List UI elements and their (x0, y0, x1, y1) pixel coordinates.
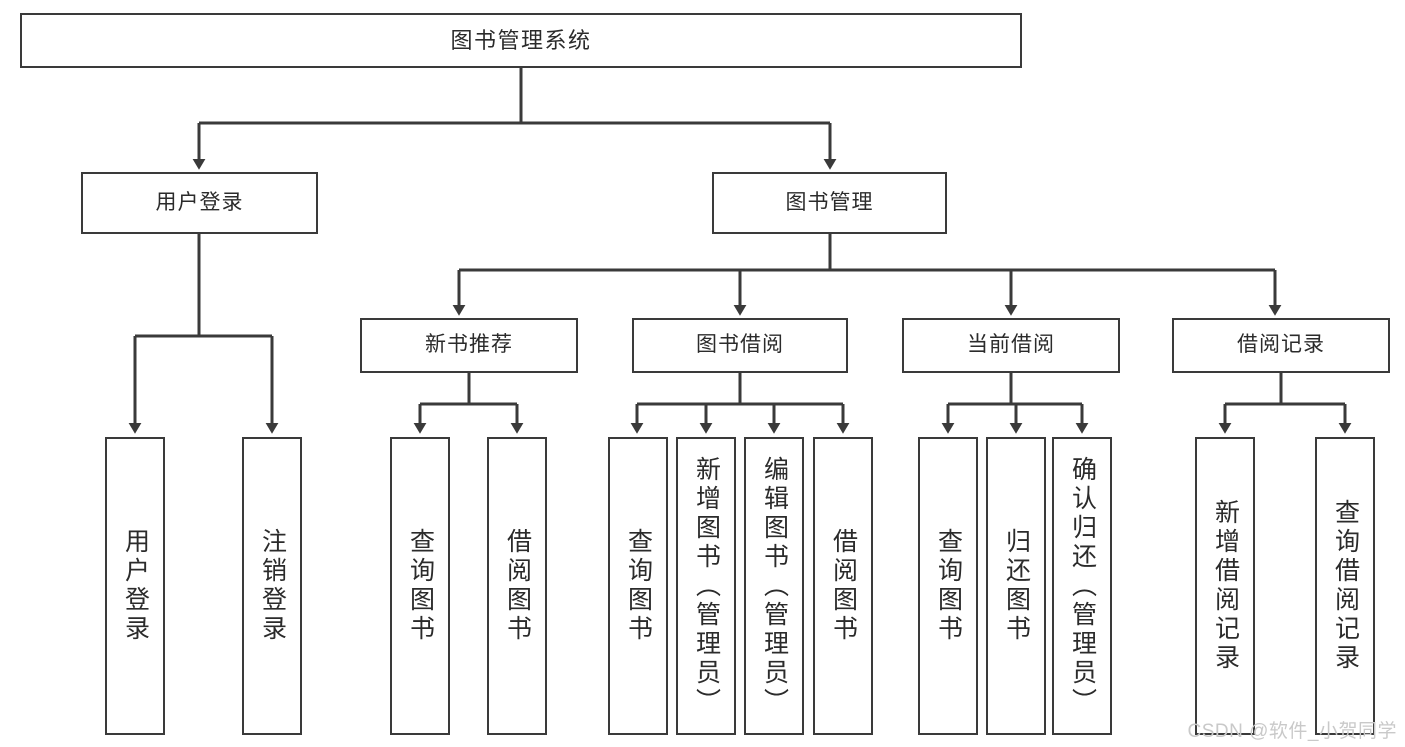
node-label: 图书管理系统 (450, 27, 592, 53)
leaf-query-borrow-record[interactable]: 查询借阅记录 (1315, 437, 1375, 735)
node-label: 新增借阅记录 (1211, 499, 1240, 673)
node-label: 借阅图书 (503, 528, 532, 644)
node-borrow-records[interactable]: 借阅记录 (1172, 318, 1390, 373)
node-root-system[interactable]: 图书管理系统 (20, 13, 1022, 68)
node-new-book-recommend[interactable]: 新书推荐 (360, 318, 578, 373)
node-label: 编辑图书（管理员） (760, 455, 789, 717)
node-label: 查询图书 (624, 528, 653, 644)
node-label: 查询图书 (406, 528, 435, 644)
node-book-management[interactable]: 图书管理 (712, 172, 947, 234)
leaf-return-book[interactable]: 归还图书 (986, 437, 1046, 735)
leaf-edit-book-admin[interactable]: 编辑图书（管理员） (744, 437, 804, 735)
leaf-user-login[interactable]: 用户登录 (105, 437, 165, 735)
leaf-borrow-book[interactable]: 借阅图书 (813, 437, 873, 735)
leaf-query-books-current[interactable]: 查询图书 (918, 437, 978, 735)
node-label: 归还图书 (1002, 528, 1031, 644)
node-label: 查询图书 (934, 528, 963, 644)
node-label: 新书推荐 (425, 333, 513, 357)
node-current-borrow[interactable]: 当前借阅 (902, 318, 1120, 373)
leaf-logout[interactable]: 注销登录 (242, 437, 302, 735)
node-label: 用户登录 (155, 190, 244, 214)
leaf-query-books-borrow[interactable]: 查询图书 (608, 437, 668, 735)
node-book-borrow[interactable]: 图书借阅 (632, 318, 848, 373)
node-label: 用户登录 (121, 528, 150, 644)
leaf-confirm-return-admin[interactable]: 确认归还（管理员） (1052, 437, 1112, 735)
node-label: 图书借阅 (696, 333, 784, 357)
leaf-query-books-recommend[interactable]: 查询图书 (390, 437, 450, 735)
node-label: 借阅图书 (829, 528, 858, 644)
leaf-borrow-books-recommend[interactable]: 借阅图书 (487, 437, 547, 735)
node-label: 新增图书（管理员） (692, 455, 721, 717)
node-label: 查询借阅记录 (1331, 499, 1360, 673)
watermark: CSDN @软件_小贺同学 (1187, 721, 1397, 742)
leaf-add-borrow-record[interactable]: 新增借阅记录 (1195, 437, 1255, 735)
leaf-add-book-admin[interactable]: 新增图书（管理员） (676, 437, 736, 735)
node-label: 借阅记录 (1237, 333, 1325, 357)
node-label: 图书管理 (785, 190, 874, 214)
node-label: 当前借阅 (967, 333, 1055, 357)
node-label: 确认归还（管理员） (1068, 455, 1097, 717)
node-user-login[interactable]: 用户登录 (81, 172, 318, 234)
node-label: 注销登录 (258, 528, 287, 644)
